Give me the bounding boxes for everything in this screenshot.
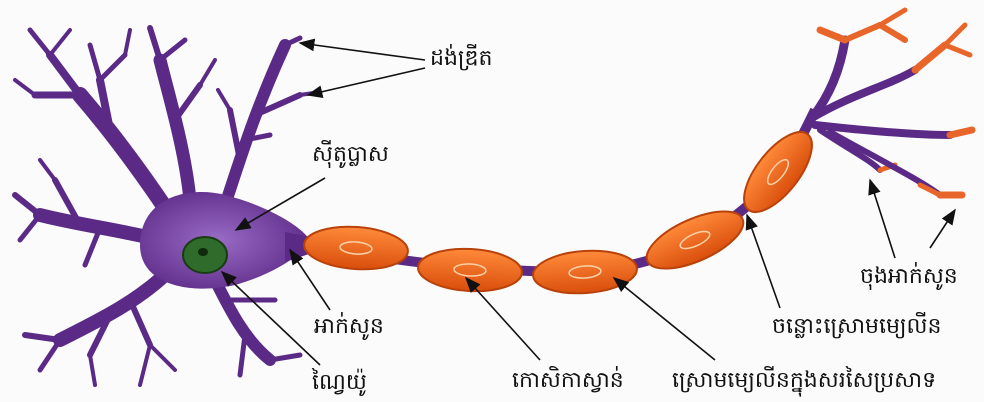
myelin-segment (417, 246, 523, 293)
label-cytoplasm: ស៊ីតូប្លាស (312, 140, 389, 172)
axon-terminals (812, 10, 972, 195)
label-nucleus: ណ្វៃយ៉ូ (312, 368, 367, 400)
nucleolus (198, 248, 208, 256)
label-axon-terminal: ចុងអាក់សូន (860, 262, 958, 294)
label-dendrite: ដង់ឌ្រីត (430, 44, 492, 76)
myelin-segment (732, 121, 824, 223)
label-myelin-sheath: ស្រោមម្យេលីនក្នុងសរសៃប្រសាទ (672, 366, 936, 398)
label-schwann-cell: កោសិកាស្វាន់ (512, 366, 624, 398)
myelin-segment (303, 223, 410, 272)
label-axon: អាក់សូន (314, 312, 384, 344)
myelin-segment (639, 200, 751, 281)
label-node-of-ranvier: ចន្លោះស្រោមម្យេលីន (772, 312, 941, 344)
myelin-segment (532, 247, 639, 296)
